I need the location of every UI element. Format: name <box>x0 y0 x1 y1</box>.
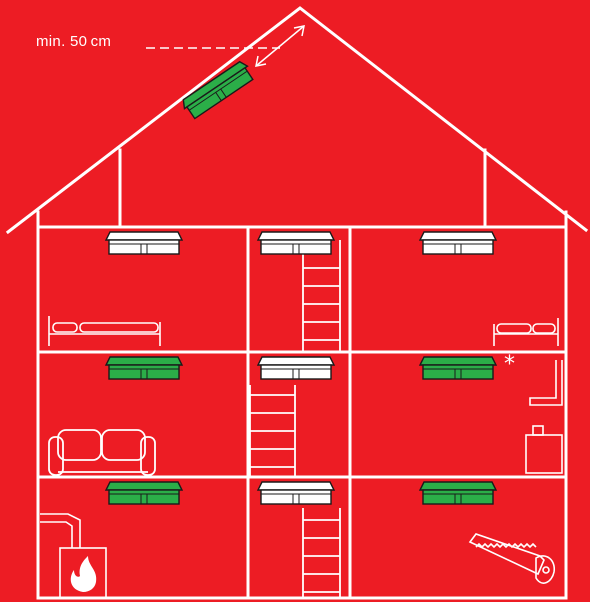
saw-icon <box>468 533 556 584</box>
smoke-detector-middle-stair <box>257 356 335 380</box>
smoke-detector-upper-stair <box>257 231 335 255</box>
smoke-detector-ground-right <box>419 481 497 505</box>
footnote-asterisk: * <box>504 352 515 377</box>
smoke-detector-upper-left <box>105 231 183 255</box>
smoke-detector-ground-left <box>105 481 183 505</box>
kitchen-icon <box>525 360 563 474</box>
bed-icon <box>48 316 161 346</box>
smoke-detector-upper-right <box>419 231 497 255</box>
bed-icon <box>493 318 559 346</box>
distance-indicator <box>146 25 305 67</box>
ladder-icon <box>249 240 341 598</box>
smoke-detector-ground-stair <box>257 481 335 505</box>
sofa-icon <box>48 429 156 476</box>
smoke-detector-middle-right <box>419 356 497 380</box>
heater-flame-icon <box>40 513 107 599</box>
distance-label: min. 50 cm <box>36 33 112 50</box>
smoke-detector-middle-left <box>105 356 183 380</box>
house-outline <box>5 6 589 600</box>
